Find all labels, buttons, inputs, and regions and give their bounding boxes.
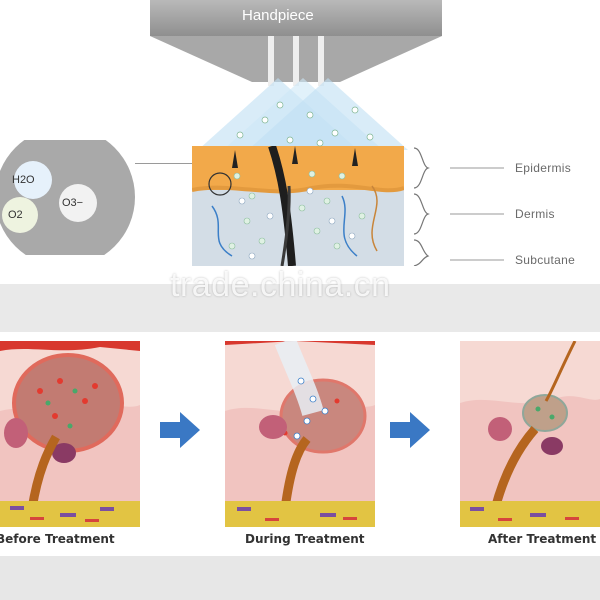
handpiece-body (150, 0, 442, 36)
o2-molecule-label: O2 (8, 209, 23, 221)
separator-band (0, 284, 600, 332)
arrow-right-icon (390, 412, 430, 448)
nozzle-line (318, 36, 324, 86)
epidermis-label: Epidermis (515, 161, 572, 175)
after-treatment-panel (460, 341, 600, 527)
nozzle-line (293, 36, 299, 86)
subcutaneous-label: Subcutane (515, 253, 576, 267)
cleared-pore (522, 394, 568, 432)
skin-cross-section (192, 146, 404, 266)
hair-shaft (268, 146, 296, 266)
molecule-circle (0, 140, 135, 255)
epidermis-layer (192, 146, 404, 190)
spray-cones (198, 78, 408, 150)
dermis-label: Dermis (515, 207, 555, 221)
watermark-text: trade.china.cn (170, 266, 391, 304)
before-treatment-caption: Before Treatment (0, 532, 115, 546)
during-treatment-caption: During Treatment (245, 532, 365, 546)
handpiece-graphic (150, 0, 442, 86)
after-treatment-caption: After Treatment (488, 532, 597, 546)
treated-pore (279, 378, 367, 454)
inflamed-pore (12, 353, 124, 453)
during-treatment-panel (225, 341, 375, 527)
nozzle-line (268, 36, 274, 86)
arrow-right-icon (160, 412, 200, 448)
pointer-line (135, 163, 192, 164)
h2o-molecule-label: H2O (12, 174, 35, 186)
spray-particles (236, 101, 374, 147)
footer-band (0, 556, 600, 600)
o3-molecule-label: O3− (62, 197, 84, 209)
hair-follicle (27, 434, 60, 510)
handpiece-label: Handpiece (242, 7, 314, 24)
before-treatment-panel (0, 341, 140, 527)
layer-braces (413, 147, 504, 266)
